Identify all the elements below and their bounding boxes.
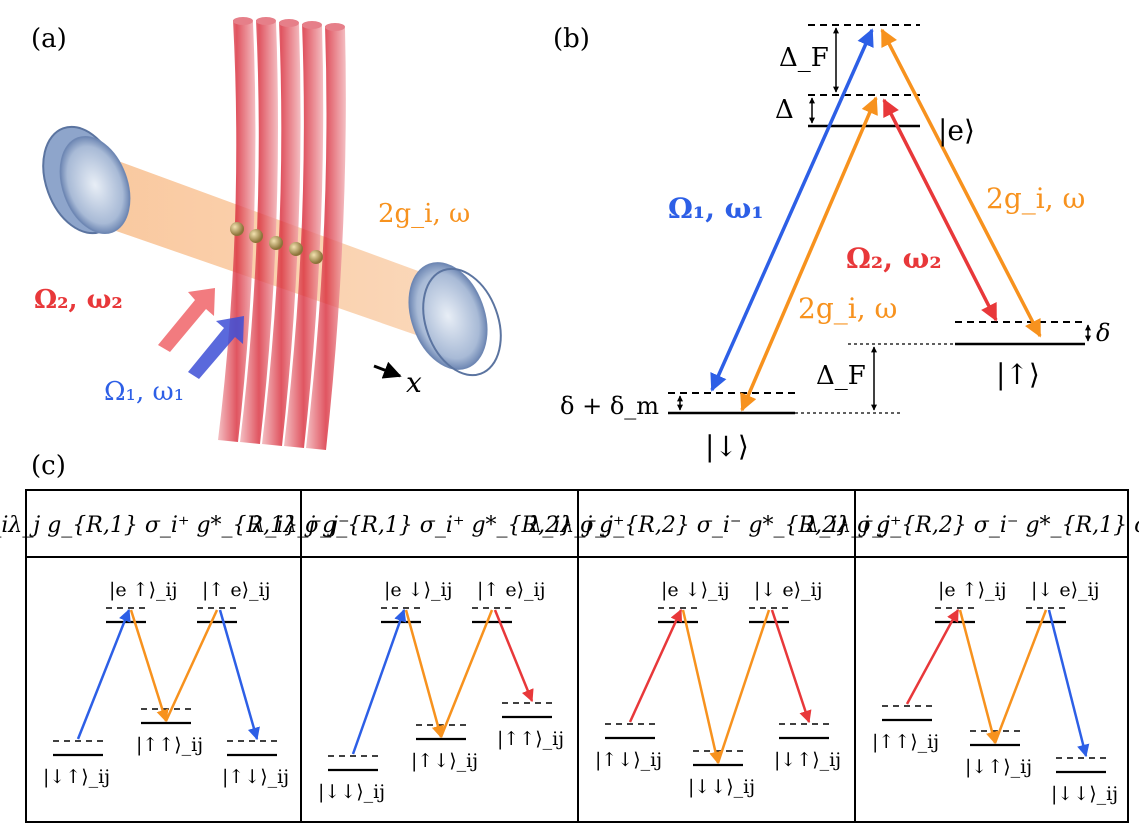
transition-arrow-3	[716, 609, 771, 764]
transition-arrow-3	[439, 609, 494, 738]
atom-2	[249, 229, 263, 243]
panel-b-delta-f-top: Δ_F	[779, 43, 829, 73]
state-bottom-mid: |↑↑⟩_ij	[136, 734, 203, 756]
cell-header: λ_iλ_j g_{R,1} σ_i⁺ g*_{R,1} σ_j⁻	[0, 513, 350, 538]
panel-a: (a)	[31, 17, 502, 450]
panel-c: (c) λ_iλ_j g_{R,1} σ_i⁺ g*_{R,1} σ_j⁻ |e …	[0, 451, 1139, 823]
state-top-right: |↓ e⟩_ij	[754, 579, 823, 601]
panel-b-delta-sum: δ + δ_m	[560, 392, 659, 420]
transition-arrow-1	[76, 608, 131, 740]
panel-c-cell-4: λ_iλ_j g_{R,2} σ_i⁻ g*_{R,1} σ_j⁻ |e ↑⟩_i…	[804, 513, 1139, 805]
state-bottom-left: |↑↑⟩_ij	[872, 731, 939, 753]
transition-arrow-4	[218, 609, 260, 741]
state-top-right: |↑ e⟩_ij	[202, 579, 271, 601]
transition-arrow-4	[770, 609, 812, 724]
state-bottom-left: |↓↓⟩_ij	[318, 781, 385, 803]
state-bottom-left: |↓↑⟩_ij	[43, 766, 110, 788]
panel-b-tag: (b)	[553, 24, 590, 54]
panel-b-delta-f-bottom: Δ_F	[816, 361, 866, 391]
transition-arrow-2	[129, 609, 169, 723]
state-top-right: |↑ e⟩_ij	[477, 579, 546, 601]
cell-header: λ_iλ_j g_{R,1} σ_i⁺ g*_{R,2} σ_j⁺	[250, 513, 624, 538]
right-mirror-icon	[408, 262, 502, 377]
transition-arrow-4	[493, 609, 534, 703]
left-mirror-icon	[42, 125, 131, 235]
panel-a-axis-label: x	[406, 366, 422, 399]
panel-a-cavity-label: 2g_i, ω	[378, 199, 470, 229]
transition-arrow-3	[164, 609, 219, 722]
transition-arrow-2	[681, 609, 722, 765]
state-top-left: |e ↑⟩_ij	[109, 579, 178, 601]
omega1-beam-arrow-icon	[188, 316, 244, 379]
state-top-right: |↓ e⟩_ij	[1031, 579, 1100, 601]
transition-arrow-1	[628, 608, 683, 723]
panel-b: (b) Δ_F Δ |e⟩ Ω₁, ω₁ 2g_i, ω	[553, 24, 1110, 463]
atom-5	[309, 250, 323, 264]
omega2-beam-arrow-icon	[158, 288, 215, 352]
x-axis-arrow	[373, 361, 402, 379]
state-top-left: |e ↑⟩_ij	[938, 579, 1007, 601]
transition-arrow-3	[993, 609, 1048, 744]
panel-c-cell-2: λ_iλ_j g_{R,1} σ_i⁺ g*_{R,2} σ_j⁺ |e ↓⟩_i…	[250, 513, 624, 803]
panel-c-cell-1: λ_iλ_j g_{R,1} σ_i⁺ g*_{R,1} σ_j⁻ |e ↑⟩_i…	[0, 513, 350, 788]
omega2-transition-arrow	[882, 98, 998, 322]
transition-arrow-2	[404, 609, 445, 739]
g-left-transition-arrow	[740, 96, 878, 412]
panel-c-tag: (c)	[31, 451, 66, 481]
panel-a-omega2-label: Ω₂, ω₂	[34, 285, 123, 315]
panel-b-g-right: 2g_i, ω	[986, 182, 1085, 215]
state-bottom-mid: |↓↓⟩_ij	[688, 776, 755, 798]
panel-b-delta: Δ	[775, 95, 794, 125]
transition-arrow-4	[1047, 609, 1090, 758]
state-top-left: |e ↓⟩_ij	[384, 579, 453, 601]
panel-b-small-delta: δ	[1096, 319, 1110, 347]
panel-b-omega1: Ω₁, ω₁	[668, 192, 764, 225]
state-bottom-left: |↑↓⟩_ij	[595, 749, 662, 771]
state-bottom-right: |↑↑⟩_ij	[497, 728, 564, 750]
state-bottom-right: |↑↓⟩_ij	[222, 766, 289, 788]
atom-4	[289, 242, 303, 256]
atoms	[230, 222, 323, 264]
panel-b-omega2: Ω₂, ω₂	[846, 242, 942, 275]
panel-a-omega1-label: Ω₁, ω₁	[104, 377, 184, 407]
atom-3	[269, 236, 283, 250]
transition-arrow-2	[958, 609, 999, 745]
panel-b-g-left: 2g_i, ω	[798, 292, 897, 325]
panel-a-tag: (a)	[31, 24, 67, 54]
panel-b-excited: |e⟩	[938, 114, 975, 147]
atom-1	[230, 222, 244, 236]
state-bottom-right: |↓↓⟩_ij	[1051, 783, 1118, 805]
panel-b-down-state: |↓⟩	[705, 430, 749, 463]
panel-c-cell-3: λ_iλ_j g_{R,2} σ_i⁻ g*_{R,2} σ_j⁺ |e ↓⟩_i…	[527, 513, 901, 798]
state-bottom-mid: |↓↑⟩_ij	[965, 756, 1032, 778]
cell-header: λ_iλ_j g_{R,2} σ_i⁻ g*_{R,1} σ_j⁻	[804, 513, 1139, 538]
cell-header: λ_iλ_j g_{R,2} σ_i⁻ g*_{R,2} σ_j⁺	[527, 513, 901, 538]
transition-arrow-1	[351, 608, 407, 755]
state-bottom-right: |↓↑⟩_ij	[774, 749, 841, 771]
panel-b-up-state: |↑⟩	[996, 358, 1040, 391]
state-bottom-mid: |↑↓⟩_ij	[411, 750, 478, 772]
state-top-left: |e ↓⟩_ij	[661, 579, 730, 601]
transition-arrow-1	[905, 608, 960, 705]
